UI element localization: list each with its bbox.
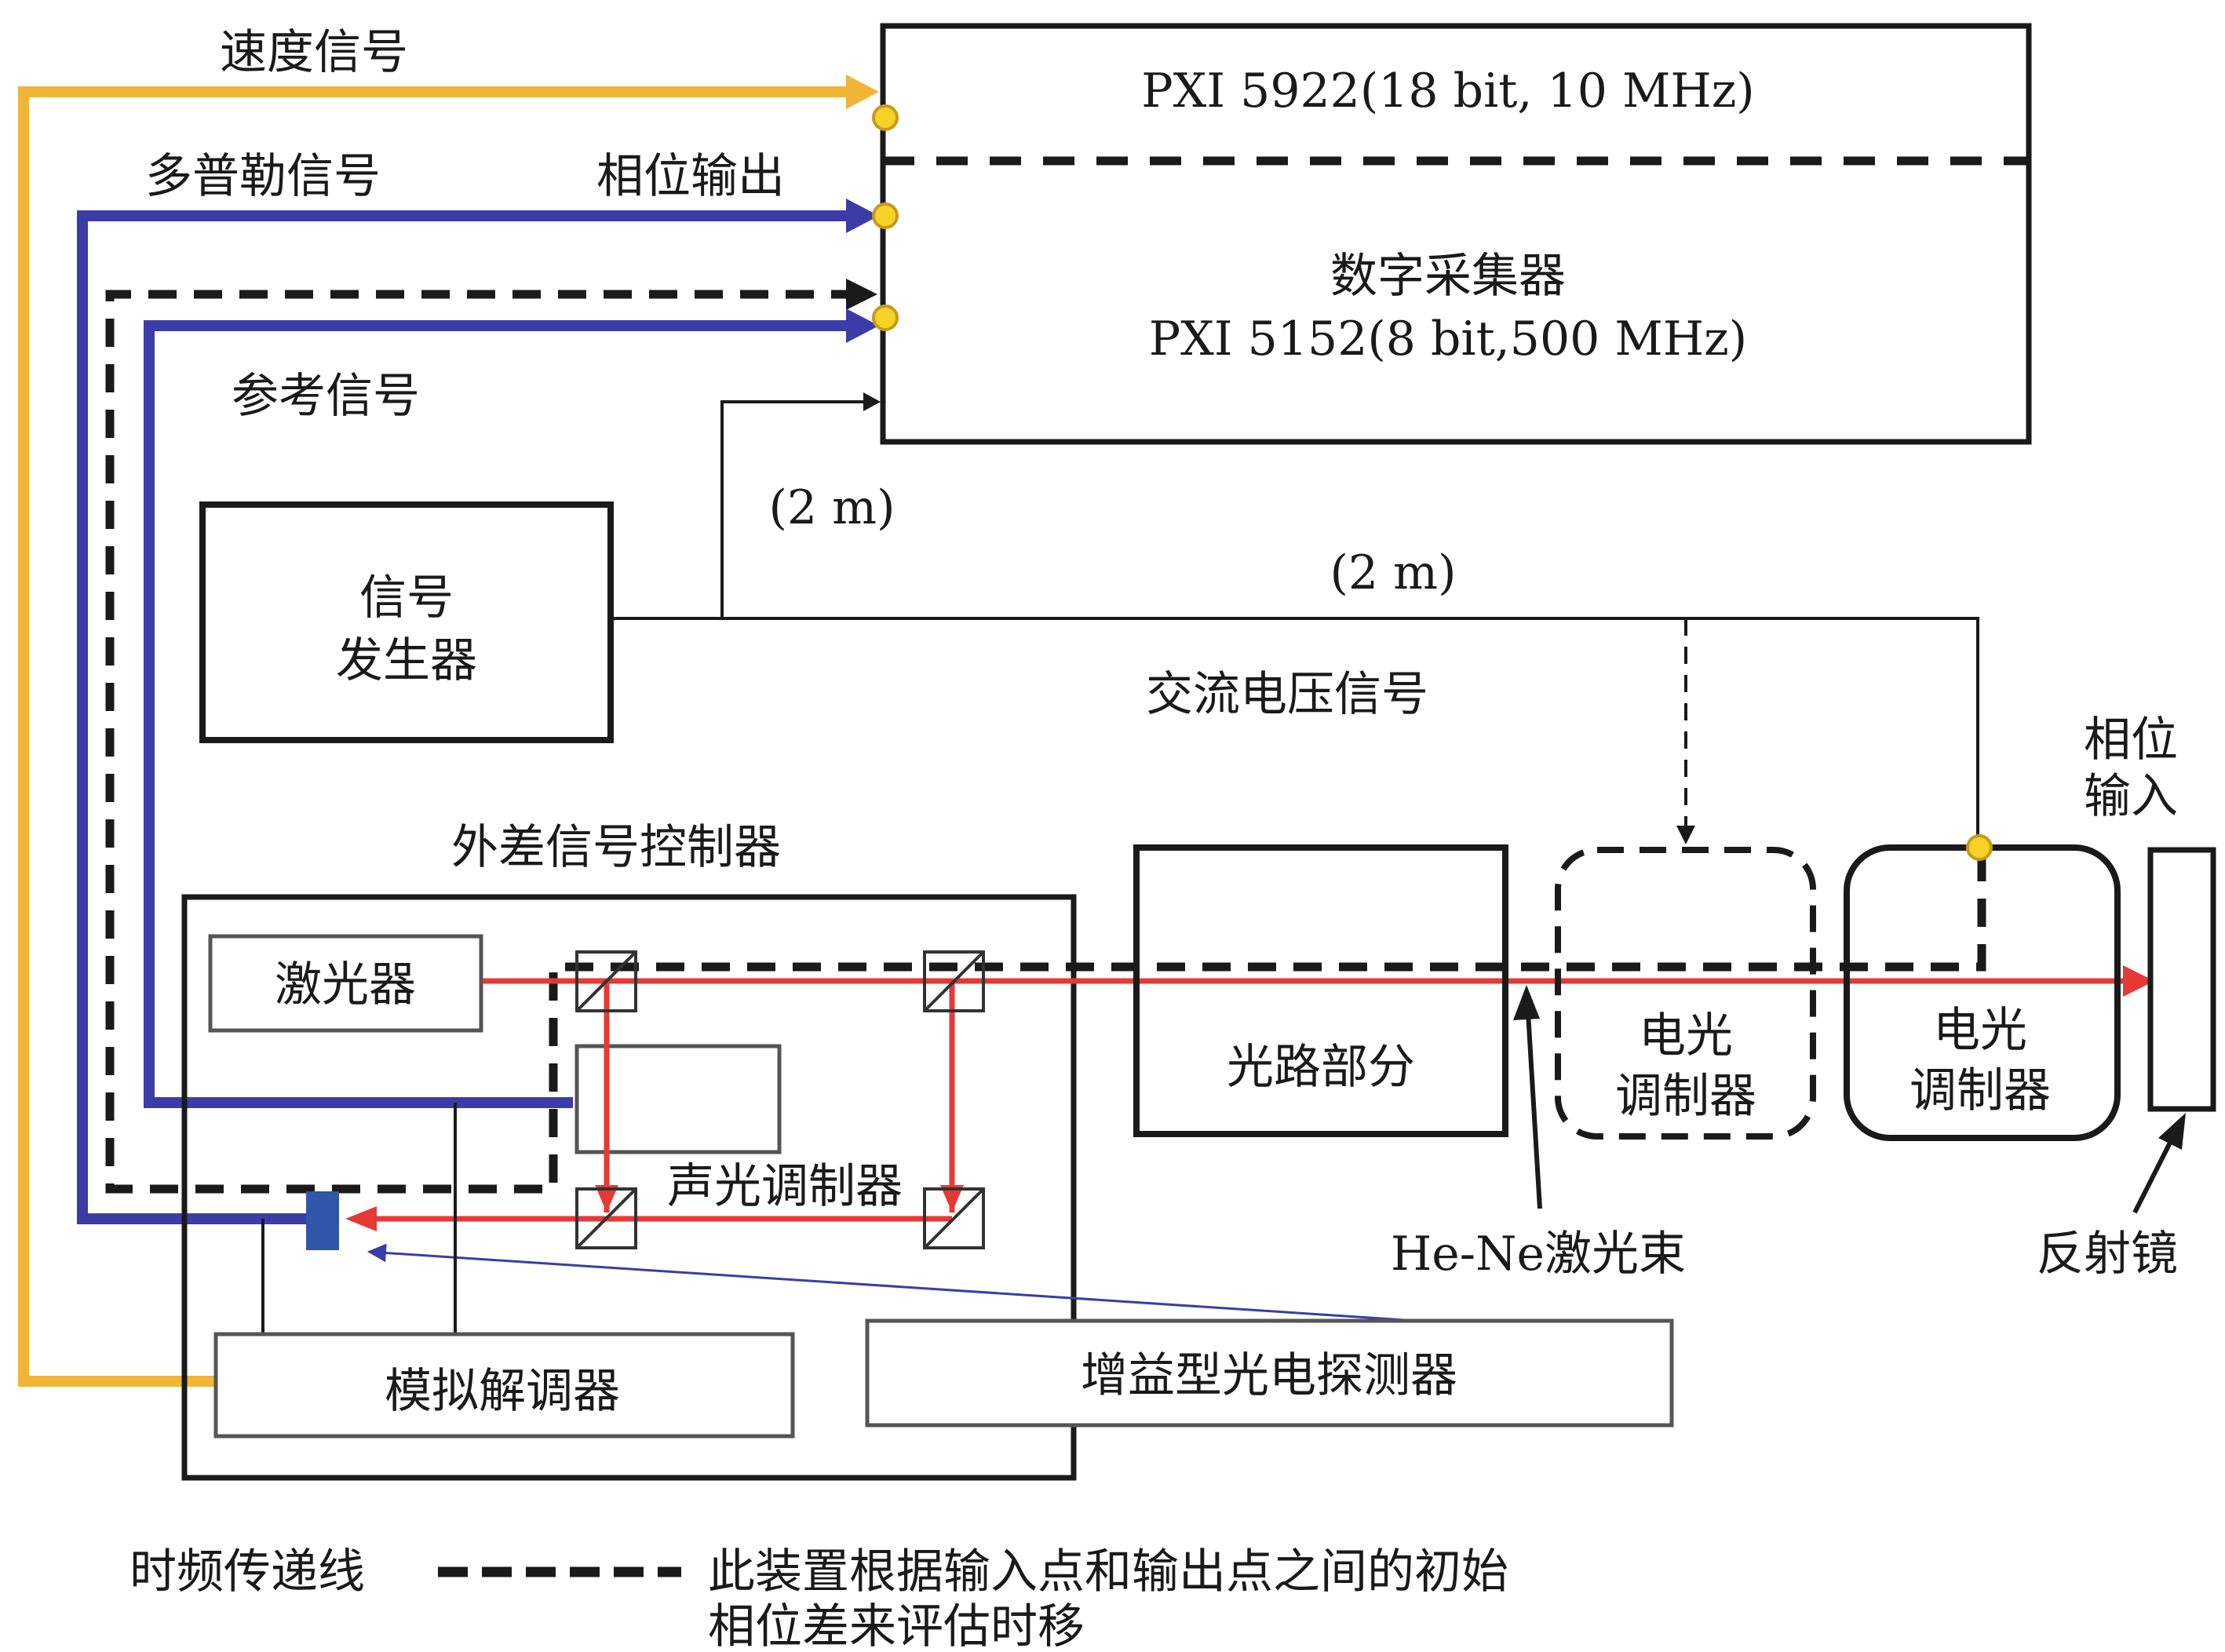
connector-reference-dot xyxy=(872,305,899,331)
signal-generator-line2: 发生器 xyxy=(336,633,477,688)
digitizer-model-bottom: PXI 5152(8 bit,500 MHz) xyxy=(1149,312,1747,367)
digitizer-name: 数字采集器 xyxy=(1330,249,1566,304)
ac-voltage-label: 交流电压信号 xyxy=(1146,667,1428,722)
beam-splitter-3 xyxy=(575,1187,637,1249)
beam-splitter-2 xyxy=(923,950,985,1012)
legend-time-freq-line: 时频传递线 xyxy=(129,1544,365,1599)
laser-beam xyxy=(345,965,2154,1231)
aom-label: 声光调制器 xyxy=(667,1159,903,1214)
reference-signal-label: 参考信号 xyxy=(232,369,420,424)
digitizer-box: PXI 5922(18 bit, 10 MHz) 数字采集器 PXI 5152(… xyxy=(880,23,2032,445)
laser-label: 激光器 xyxy=(275,957,416,1012)
mirror-pointer-arrow xyxy=(2132,1113,2186,1214)
doppler-signal-label: 多普勒信号 xyxy=(145,149,381,204)
detector-label: 增益型光电探测器 xyxy=(1081,1348,1457,1403)
aom-box xyxy=(574,1044,782,1154)
phase-input-line2: 输入 xyxy=(2084,769,2178,824)
dashed-timeshift-line xyxy=(105,279,1986,1194)
heterodyne-controller-title: 外差信号控制器 xyxy=(451,820,781,875)
connector-doppler-dot xyxy=(872,202,899,229)
eom-solid-line1: 电光 xyxy=(1933,1003,2027,1058)
demodulator-box: 模拟解调器 xyxy=(213,1332,795,1439)
laser-box: 激光器 xyxy=(208,934,483,1033)
demodulator-label: 模拟解调器 xyxy=(385,1364,620,1419)
doppler-signal-line xyxy=(77,199,879,1224)
signal-generator-line1: 信号 xyxy=(359,571,454,625)
phase-output-label: 相位输出 xyxy=(596,149,785,204)
legend-desc-line1: 此装置根据输入点和输出点之间的初始 xyxy=(708,1544,1508,1599)
beam-splitter-4 xyxy=(923,1187,985,1249)
heterodyne-controller-box xyxy=(181,894,1077,1481)
beam-label: He-Ne激光束 xyxy=(1391,1227,1686,1282)
eom-dashed-box: 电光 调制器 xyxy=(1555,847,1816,1140)
phase-input-dot xyxy=(1966,834,1993,861)
optical-path-label: 光路部分 xyxy=(1227,1040,1415,1095)
detector-return-line xyxy=(367,1243,1441,1324)
beam-pointer-arrow xyxy=(1513,985,1542,1209)
velocity-signal-line xyxy=(18,75,879,1387)
eom-dashed-line2: 调制器 xyxy=(1615,1069,1756,1124)
connector-velocity-dot xyxy=(872,104,899,131)
velocity-signal-label: 速度信号 xyxy=(220,25,408,80)
signal-generator-box: 信号 发生器 xyxy=(199,501,614,743)
beam-splitter-1 xyxy=(575,950,637,1012)
ac-voltage-wiring xyxy=(611,392,1979,844)
eom-solid-box: 电光 调制器 xyxy=(1844,844,2121,1141)
mirror-label: 反射镜 xyxy=(2037,1227,2178,1282)
eom-dashed-line1: 电光 xyxy=(1639,1008,1733,1063)
detector-box: 增益型光电探测器 xyxy=(865,1318,1674,1428)
cable-length-label-1: (2 m) xyxy=(769,480,895,535)
phase-input-line1: 相位 xyxy=(2084,713,2178,768)
eom-solid-line2: 调制器 xyxy=(1909,1063,2051,1118)
digitizer-model-top: PXI 5922(18 bit, 10 MHz) xyxy=(1141,64,1754,119)
optical-path-box: 光路部分 xyxy=(1133,844,1508,1137)
reference-signal-line xyxy=(144,308,879,1108)
mirror xyxy=(2147,847,2216,1112)
legend-desc-line2: 相位差来评估时移 xyxy=(708,1599,1085,1652)
cable-length-label-2: (2 m) xyxy=(1330,545,1457,600)
photodiode xyxy=(306,1191,339,1250)
